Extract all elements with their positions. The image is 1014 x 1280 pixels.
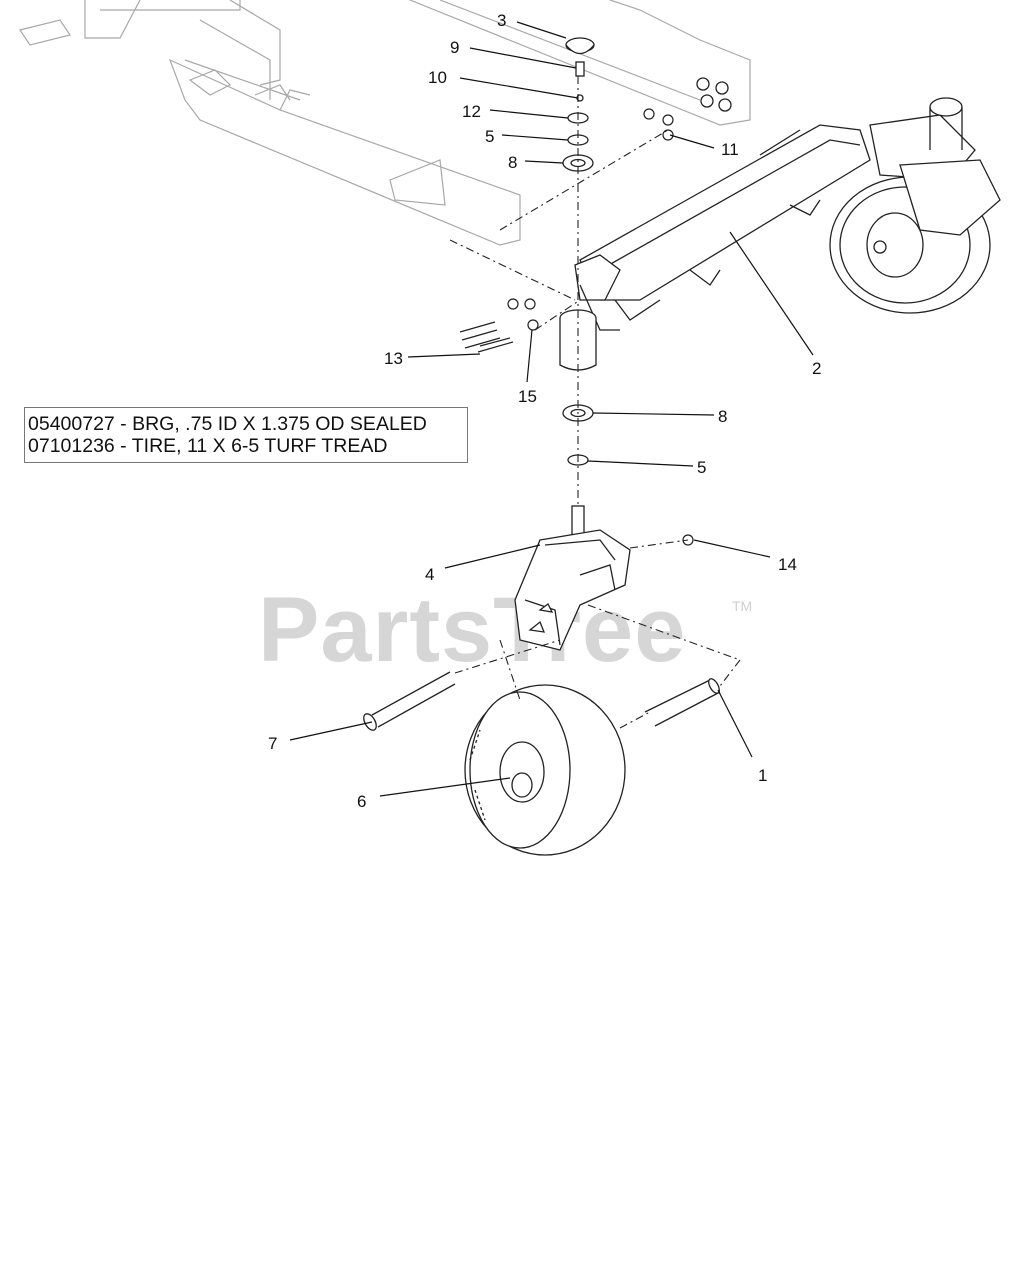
callout-3: 3 <box>497 11 506 30</box>
watermark: PartsTree <box>258 579 687 681</box>
frame-bolts <box>696 77 732 112</box>
parts-note-box: 05400727 - BRG, .75 ID X 1.375 OD SEALED… <box>24 407 468 463</box>
callout-5-upper: 5 <box>485 127 494 146</box>
callout-15: 15 <box>518 387 537 406</box>
callout-6: 6 <box>357 792 366 811</box>
caster-fork <box>514 505 631 651</box>
callout-12: 12 <box>462 102 481 121</box>
fasteners <box>459 108 694 546</box>
callout-4: 4 <box>425 565 434 584</box>
callout-8-lower: 8 <box>718 407 727 426</box>
callout-14: 14 <box>778 555 797 574</box>
note-line-tire: 07101236 - TIRE, 11 X 6-5 TURF TREAD <box>28 435 388 457</box>
note-line-bearing: 05400727 - BRG, .75 ID X 1.375 OD SEALED <box>28 413 427 435</box>
leader-lines <box>289 21 814 797</box>
callout-labels: 3 9 10 12 5 8 11 2 13 15 8 5 4 14 7 6 1 <box>268 11 821 811</box>
callout-10: 10 <box>428 68 447 87</box>
mower-frame <box>19 0 751 246</box>
callout-8-upper: 8 <box>508 153 517 172</box>
watermark-tm: TM <box>732 598 753 614</box>
callout-5-lower: 5 <box>697 458 706 477</box>
callout-9: 9 <box>450 38 459 57</box>
caster-beam <box>574 97 976 331</box>
callout-13: 13 <box>384 349 403 368</box>
callout-11: 11 <box>721 140 739 159</box>
front-caster-wheel <box>464 684 626 856</box>
assembly-lines <box>449 76 741 729</box>
right-caster-wheel <box>829 159 1001 314</box>
callout-2: 2 <box>812 359 821 378</box>
callout-1: 1 <box>758 766 767 785</box>
callout-7: 7 <box>268 734 277 753</box>
